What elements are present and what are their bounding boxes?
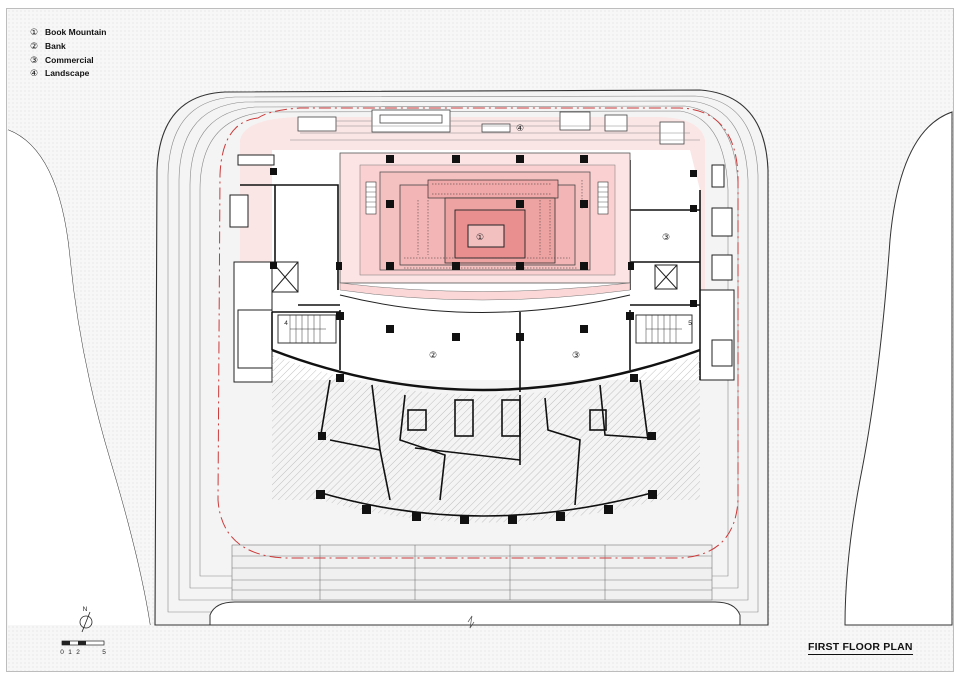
scale-label-2: 2	[76, 649, 80, 656]
legend-label: Bank	[45, 40, 66, 51]
commercial-center-marker: ③	[572, 351, 580, 361]
road	[209, 601, 741, 626]
east-stair-tag: 5	[688, 320, 692, 327]
east-service-block	[654, 164, 735, 381]
book-mountain-marker: ①	[476, 233, 484, 243]
bank-marker: ②	[429, 351, 437, 361]
legend-marker: ③	[30, 54, 39, 65]
landscape-marker: ④	[516, 124, 524, 134]
scale-label-0: 0	[60, 649, 64, 656]
south-hatched-zone	[272, 355, 700, 523]
plan-title: FIRST FLOOR PLAN	[808, 641, 913, 655]
right-site-curve	[844, 111, 953, 626]
legend-item-book-mountain: ① Book Mountain	[30, 26, 106, 40]
break-mark	[467, 615, 475, 629]
legend-item-commercial: ③ Commercial	[30, 54, 106, 68]
legend-label: Book Mountain	[45, 27, 107, 37]
west-stair-tag: 4	[284, 320, 288, 327]
north-arrow	[79, 611, 93, 633]
legend-item-bank: ② Bank	[30, 40, 106, 54]
legend-marker: ②	[30, 40, 39, 51]
perimeter-columns	[270, 168, 697, 307]
bank-commercial-hall	[271, 294, 701, 392]
left-site-fill	[8, 130, 150, 625]
legend-label: Landscape	[45, 68, 90, 79]
east-stair	[635, 314, 693, 344]
legend: ① Book Mountain ② Bank ③ Commercial ④ La…	[30, 26, 106, 81]
north-label: N	[83, 606, 88, 613]
book-mountain	[336, 152, 634, 301]
south-rooms	[317, 379, 656, 517]
scale-label-1: 1	[68, 649, 72, 656]
legend-marker: ①	[30, 27, 39, 37]
west-stair	[277, 314, 337, 344]
legend-label: Commercial	[45, 54, 94, 65]
commercial-east-marker: ③	[662, 233, 670, 243]
west-room-walls	[240, 184, 340, 350]
legend-item-landscape: ④ Landscape	[30, 67, 106, 81]
scale-label-5: 5	[102, 649, 106, 656]
north-landscape-strip	[297, 109, 685, 145]
south-terrace	[231, 544, 713, 601]
scale-bar	[61, 640, 105, 646]
west-service-block	[229, 154, 299, 383]
legend-marker: ④	[30, 68, 39, 79]
red-property-boundary	[217, 107, 739, 559]
landscape-lines	[290, 120, 700, 141]
south-columns	[316, 374, 657, 524]
